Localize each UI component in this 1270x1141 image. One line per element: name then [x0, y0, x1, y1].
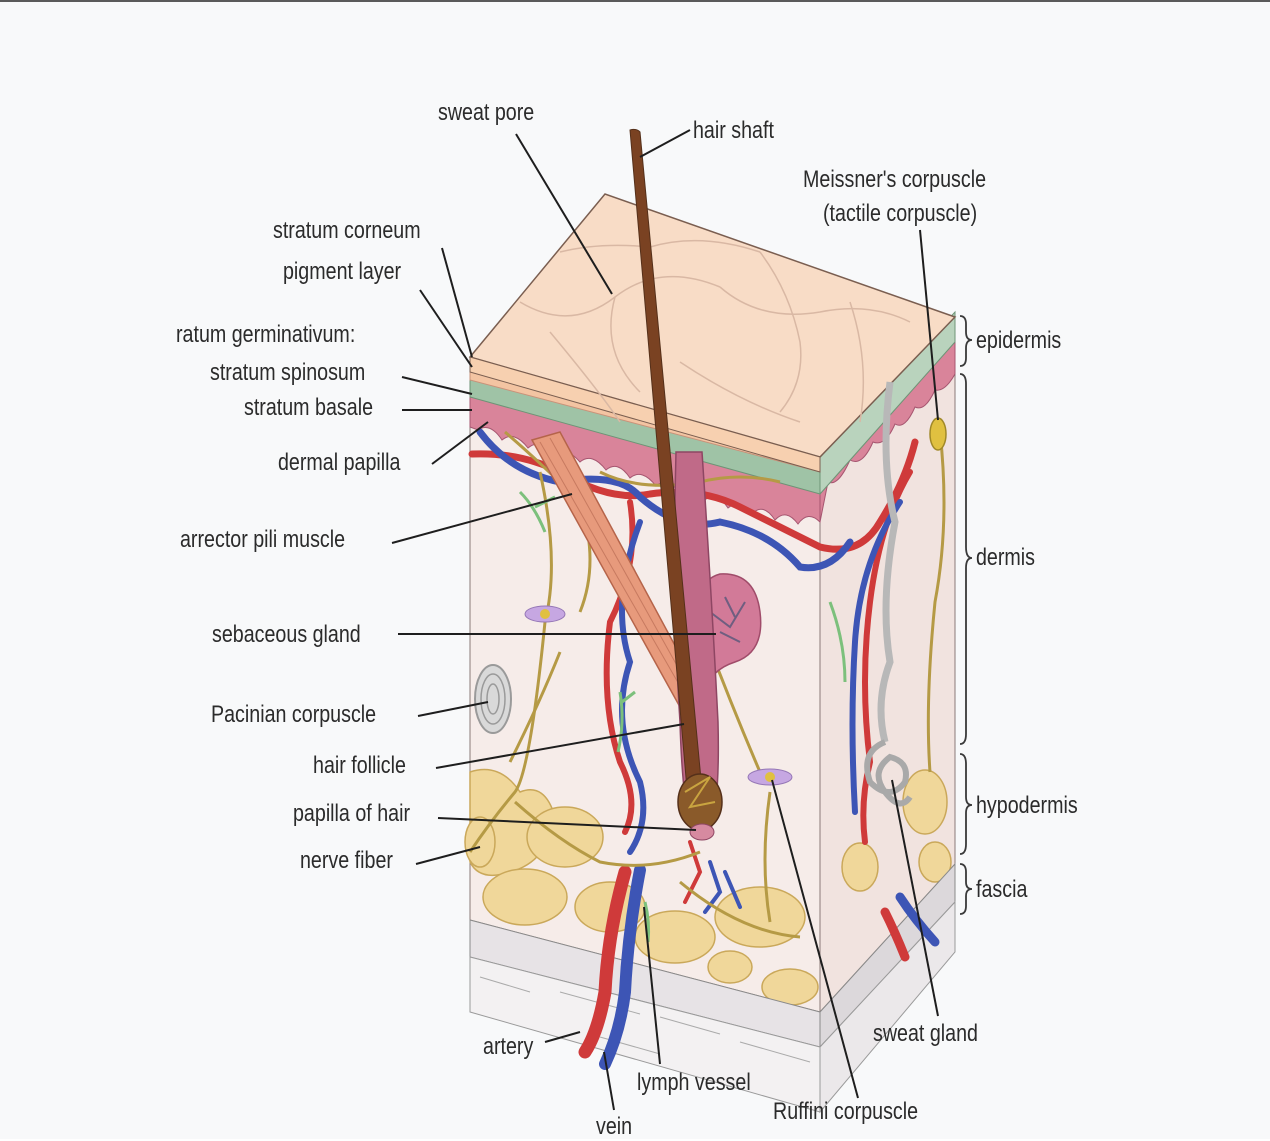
label-epidermis: epidermis [976, 326, 1061, 353]
free-nerve-ending [525, 606, 565, 622]
label-stratum-spinosum: stratum spinosum [210, 358, 365, 385]
label-dermal-papilla: dermal papilla [278, 448, 401, 475]
leader-stratum-corneum [442, 248, 472, 357]
label-hair-shaft: hair shaft [693, 116, 774, 143]
label-ruffini: Ruffini corpuscle [773, 1097, 918, 1124]
label-sweat-gland: sweat gland [873, 1019, 978, 1046]
ruffini-corpuscle-shape [748, 769, 792, 785]
label-hypodermis: hypodermis [976, 791, 1078, 818]
label-meissner-line1: Meissner's corpuscle [803, 165, 986, 192]
brace-dermis [960, 374, 972, 744]
label-pacinian: Pacinian corpuscle [211, 700, 376, 727]
label-nerve-fiber: nerve fiber [300, 846, 393, 873]
label-meissner-line2: (tactile corpuscle) [823, 199, 977, 226]
label-fascia: fascia [976, 875, 1028, 902]
label-sweat-pore: sweat pore [438, 98, 534, 125]
label-dermis: dermis [976, 543, 1035, 570]
brace-hypodermis [960, 754, 972, 854]
label-stratum-corneum: stratum corneum [273, 216, 421, 243]
label-vein: vein [596, 1112, 632, 1139]
brace-fascia [960, 864, 972, 914]
meissner-corpuscle-shape [930, 418, 946, 450]
leader-hair-shaft [640, 130, 690, 157]
label-arrector-pili: arrector pili muscle [180, 525, 345, 552]
label-hair-follicle: hair follicle [313, 751, 406, 778]
layer-braces [960, 316, 972, 914]
label-papilla-of-hair: papilla of hair [293, 799, 410, 826]
label-sebaceous-gland: sebaceous gland [212, 620, 361, 647]
pacinian-corpuscle-shape [475, 665, 511, 733]
papilla-of-hair-shape [690, 824, 714, 840]
label-stratum-germinativum: ratum germinativum: [176, 320, 355, 347]
label-pigment-layer: pigment layer [283, 257, 401, 284]
label-artery: artery [483, 1032, 533, 1059]
brace-epidermis [960, 316, 972, 366]
label-stratum-basale: stratum basale [244, 393, 373, 420]
label-lymph-vessel: lymph vessel [637, 1068, 751, 1095]
leader-stratum-spinosum [402, 377, 472, 394]
